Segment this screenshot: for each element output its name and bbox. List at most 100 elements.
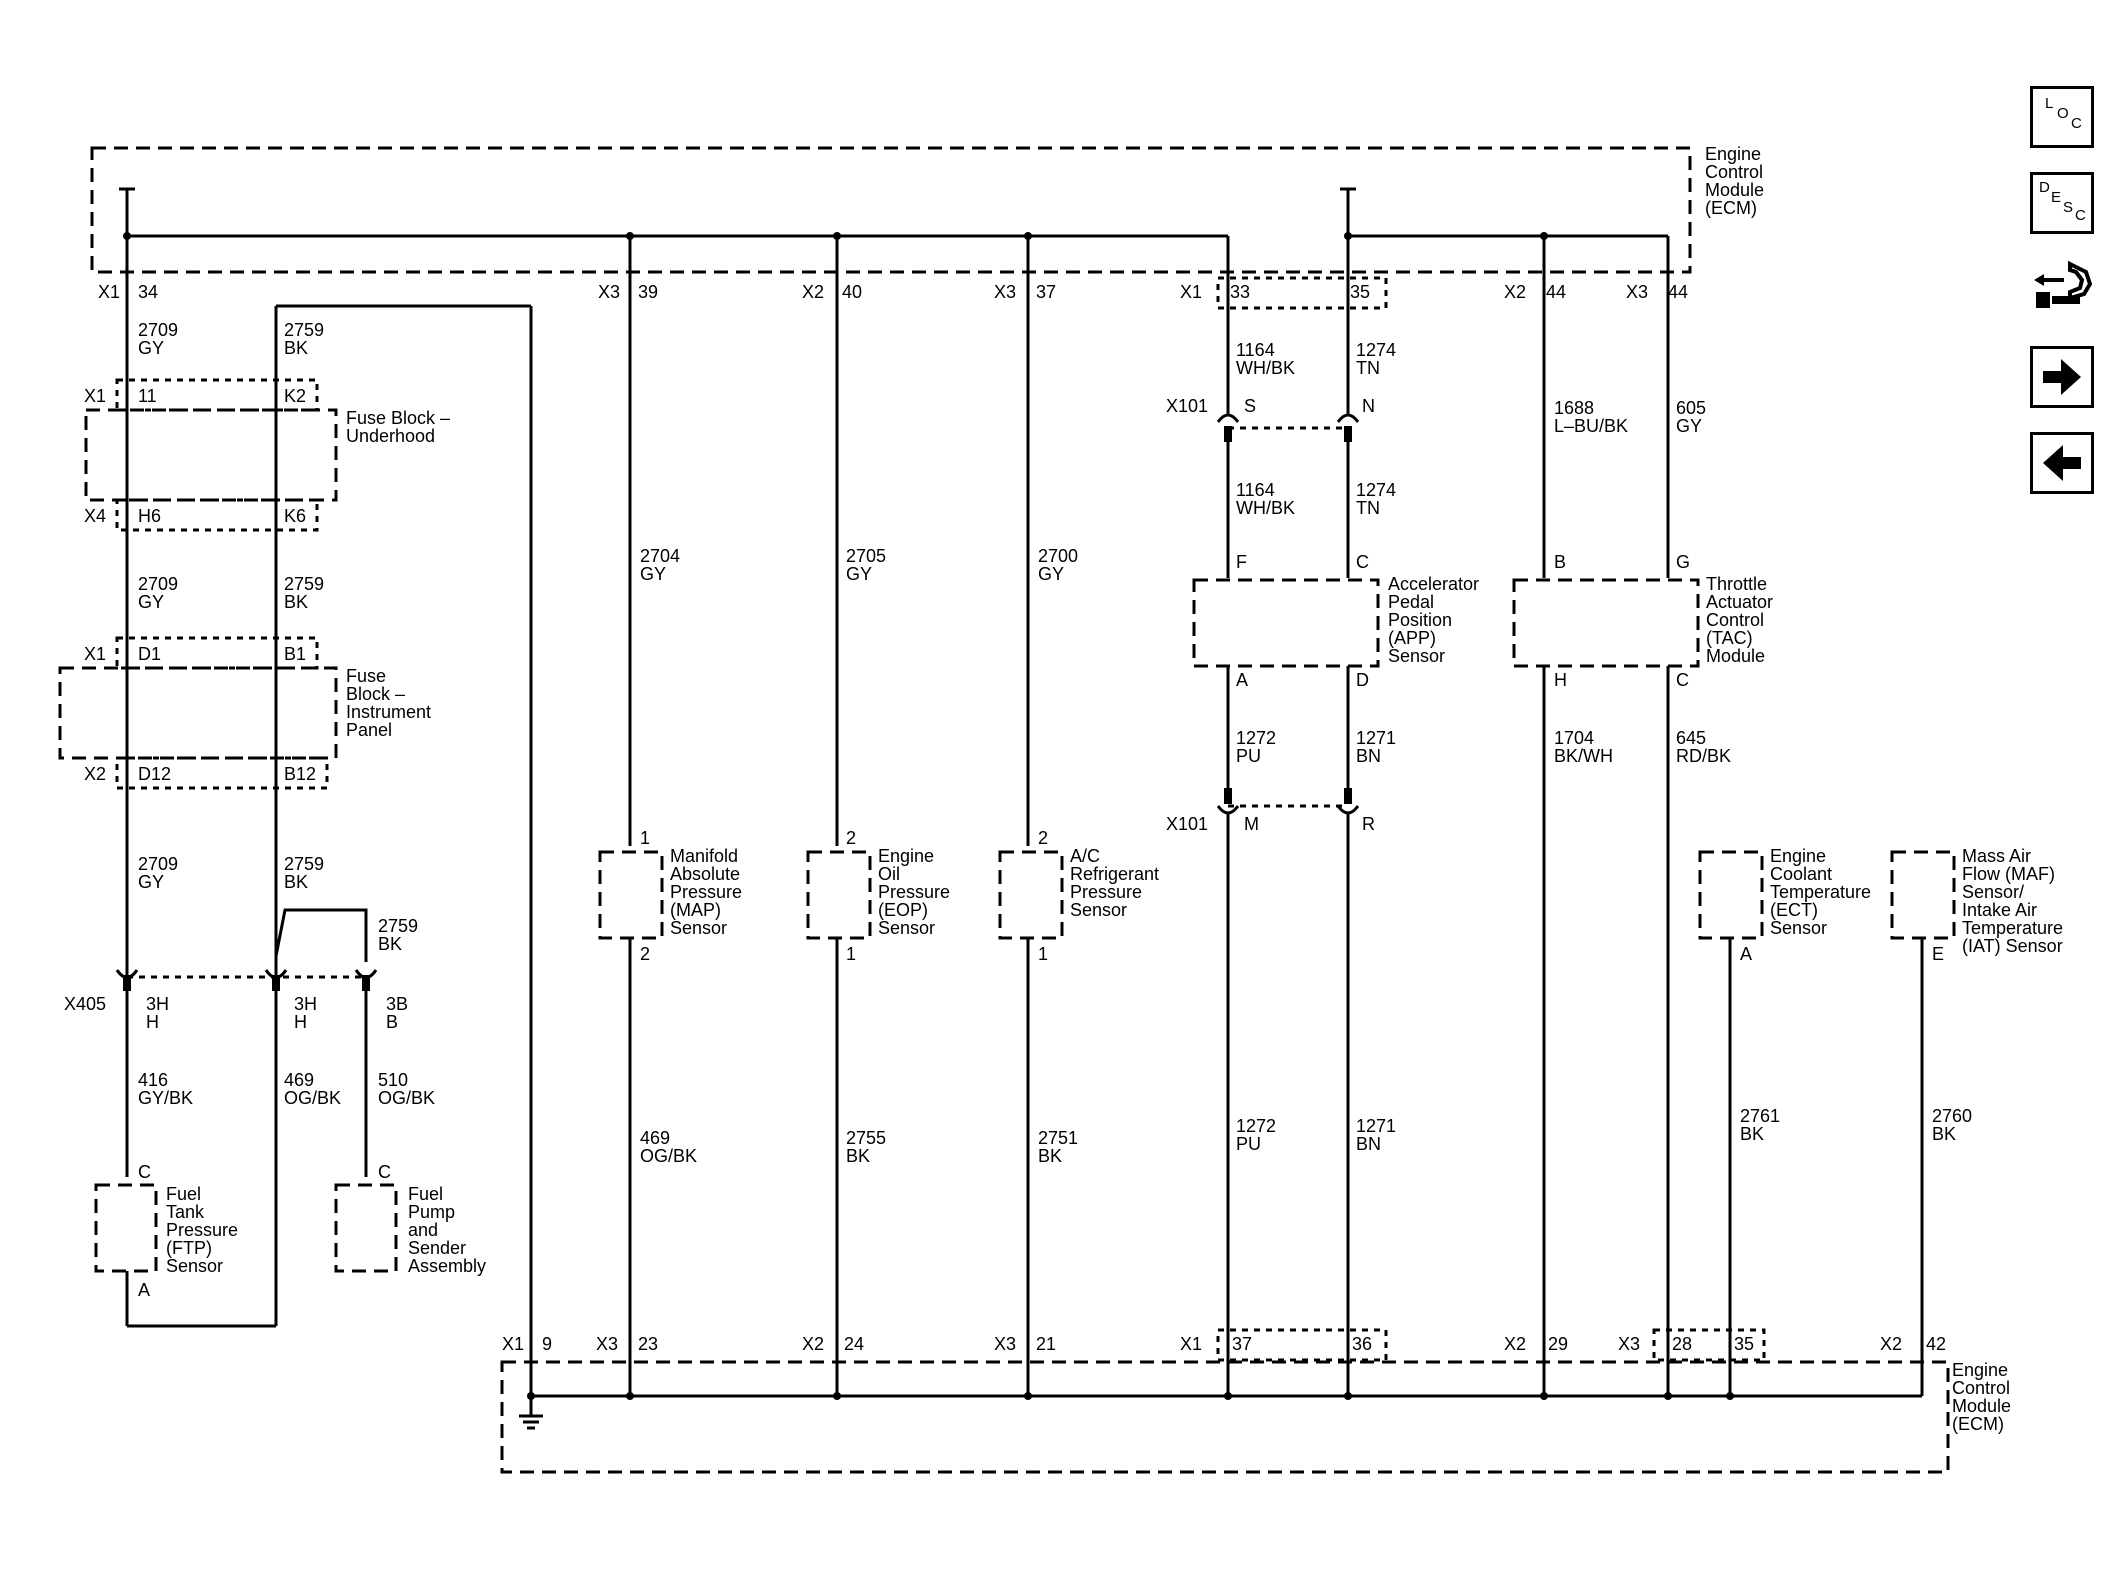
wire-num: 2700 (1038, 546, 1078, 566)
ecm-top: Engine Control Module (ECM) (90, 144, 1764, 310)
wire-num: 2709 (138, 574, 178, 594)
wire-color: PU (1236, 1134, 1261, 1154)
pin-label: D (1356, 670, 1369, 690)
conn-label: X1 (502, 1334, 524, 1354)
maf-l6: (IAT) Sensor (1962, 936, 2063, 956)
ac-l2: Refrigerant (1070, 864, 1159, 884)
wire-num: 1274 (1356, 480, 1396, 500)
conn-label: X3 (596, 1334, 618, 1354)
conn-label: X4 (84, 506, 106, 526)
next-arrow-icon (2043, 359, 2081, 395)
left-labels: 2709 GY 2759 BK X1 11 K2 Fuse Block – Un… (64, 320, 486, 1300)
wire-color: RD/BK (1676, 746, 1731, 766)
temp-sensor-labels: Engine Coolant Temperature (ECT) Sensor … (1740, 846, 2063, 1144)
wire-num: 605 (1676, 398, 1706, 418)
ac-l4: Sensor (1070, 900, 1127, 920)
ect-l5: Sensor (1770, 918, 1827, 938)
pin-label: 42 (1926, 1334, 1946, 1354)
pin-label: C (378, 1162, 391, 1182)
tac-l3: Control (1706, 610, 1764, 630)
wire-color: GY (138, 872, 164, 892)
map-l3: Pressure (670, 882, 742, 902)
app-l5: Sensor (1388, 646, 1445, 666)
loc-letter-o: O (2057, 105, 2069, 122)
desc-letter-d: D (2039, 179, 2050, 196)
pump-l3: and (408, 1220, 438, 1240)
description-button[interactable]: D E S C (2030, 172, 2094, 234)
location-button[interactable]: L O C (2030, 86, 2094, 148)
pin-label: 2 (640, 944, 650, 964)
connector-tool-icon[interactable] (2030, 258, 2094, 320)
fuse-ip-l4: Panel (346, 720, 392, 740)
pump-l5: Assembly (408, 1256, 486, 1276)
wire-num: 2709 (138, 320, 178, 340)
back-button[interactable] (2030, 432, 2094, 494)
app-l1: Accelerator (1388, 574, 1479, 594)
svg-text:Engine: Engine (1952, 1360, 2008, 1380)
fuse-ip-l2: Block – (346, 684, 405, 704)
pin-label: 34 (138, 282, 158, 302)
ftp-l1: Fuel (166, 1184, 201, 1204)
wire-num: 1272 (1236, 1116, 1276, 1136)
pump-l1: Fuel (408, 1184, 443, 1204)
desc-letter-e: E (2051, 189, 2062, 206)
pin-label: 28 (1672, 1334, 1692, 1354)
app-l2: Pedal (1388, 592, 1434, 612)
eop-l3: Pressure (878, 882, 950, 902)
ecm-top-l3: Module (1705, 180, 1764, 200)
wire-color: TN (1356, 358, 1380, 378)
wire-num: 1688 (1554, 398, 1594, 418)
wire-color: BK (1932, 1124, 1956, 1144)
conn-label: X1 (1180, 282, 1202, 302)
pin-label: R (1362, 814, 1375, 834)
tac-labels: 1688 L–BU/BK 605 GY B G H C Throttle Act… (1554, 398, 1773, 766)
eop-l1: Engine (878, 846, 934, 866)
tac-l1: Throttle (1706, 574, 1767, 594)
wire-color: BK (378, 934, 402, 954)
pin-label: 2 (1038, 828, 1048, 848)
wire-num: 2705 (846, 546, 886, 566)
ect-l2: Coolant (1770, 864, 1832, 884)
wire-num: 2761 (1740, 1106, 1780, 1126)
map-l5: Sensor (670, 918, 727, 938)
svg-text:(ECM): (ECM) (1705, 198, 1757, 218)
ac-l3: Pressure (1070, 882, 1142, 902)
loc-letter-c: C (2071, 115, 2082, 132)
pin-label: 23 (638, 1334, 658, 1354)
conn-label: X2 (802, 1334, 824, 1354)
ftp-l4: (FTP) (166, 1238, 212, 1258)
pin-label: H (294, 1012, 307, 1032)
pin-label: K2 (284, 386, 306, 406)
fuse-ip-l3: Instrument (346, 702, 431, 722)
conn-label: X2 (1504, 282, 1526, 302)
pressure-sensors (598, 236, 1064, 1396)
pin-label: 29 (1548, 1334, 1568, 1354)
app-l3: Position (1388, 610, 1452, 630)
pin-label: 2 (846, 828, 856, 848)
wire-color: OG/BK (378, 1088, 435, 1108)
tac-circuit (1512, 236, 1700, 1396)
wire-color: OG/BK (640, 1146, 697, 1166)
app-labels: 1164 WH/BK 1274 TN X101 S N 1164 WH/BK 1… (1166, 340, 1479, 1154)
pin-label: A (1740, 944, 1752, 964)
ecm-top-l2: Control (1705, 162, 1763, 182)
maf-l4: Intake Air (1962, 900, 2037, 920)
pin-label: 33 (1230, 282, 1250, 302)
ftp-l2: Tank (166, 1202, 205, 1222)
conn-label: X1 (1180, 1334, 1202, 1354)
ecm-bot-l3: Module (1952, 1396, 2011, 1416)
ecm-bottom: Engine Control Module (ECM) (500, 1328, 2011, 1474)
pin-label: B (1554, 552, 1566, 572)
ect-l1: Engine (1770, 846, 1826, 866)
wire-color: PU (1236, 746, 1261, 766)
back-arrow-icon (2043, 445, 2081, 481)
pin-label: 40 (842, 282, 862, 302)
wire-color: GY (1038, 564, 1064, 584)
wire-color: BN (1356, 1134, 1381, 1154)
conn-label: X3 (1626, 282, 1648, 302)
wire-num: 469 (640, 1128, 670, 1148)
next-button[interactable] (2030, 346, 2094, 408)
map-l1: Manifold (670, 846, 738, 866)
pin-label: 39 (638, 282, 658, 302)
